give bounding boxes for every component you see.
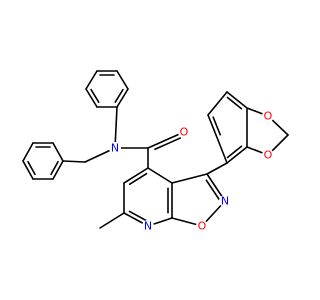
bond-line — [62, 160, 86, 163]
atom-label: N — [221, 195, 229, 208]
bond-line — [114, 88, 124, 104]
bond-line — [206, 162, 228, 175]
bond-line — [217, 139, 228, 164]
atom-label: O — [198, 220, 207, 233]
atom-oxygen-dioxole-bottom: O — [262, 149, 274, 162]
bond-line — [22, 160, 34, 180]
bond-line — [22, 142, 34, 162]
bond-line — [52, 142, 64, 162]
bond-line — [52, 160, 64, 180]
bond-line — [116, 88, 129, 108]
bond-line — [116, 70, 129, 90]
bond-line — [114, 106, 118, 149]
bond-line — [27, 160, 36, 176]
atom-nitrogen-isoxazole: N — [219, 195, 231, 208]
bond-line — [128, 210, 148, 222]
bond-line — [90, 88, 100, 104]
atom-nitrogen-amide: N — [109, 142, 121, 155]
bond-layer — [22, 70, 289, 229]
atom-oxygen-carbonyl: O — [178, 126, 190, 139]
bond-line — [212, 116, 222, 136]
bond-line — [207, 91, 228, 116]
bond-line — [50, 160, 59, 176]
bond-line — [99, 212, 125, 229]
bond-line — [154, 137, 182, 151]
bond-line — [207, 114, 219, 141]
bond-line — [85, 88, 98, 108]
bond-line — [123, 167, 149, 184]
bond-line — [205, 179, 220, 200]
atom-oxygen-isoxazole: O — [196, 220, 208, 233]
bond-line — [128, 172, 148, 185]
atom-label: O — [264, 110, 273, 123]
bond-line — [226, 96, 243, 110]
bond-line — [226, 146, 248, 164]
atom-label: O — [180, 126, 189, 139]
atom-label: O — [264, 149, 273, 162]
atom-label: N — [144, 220, 152, 233]
bond-line — [171, 173, 208, 184]
molecule-structure: O N N O N O O — [22, 70, 289, 233]
atom-oxygen-dioxole-top: O — [262, 110, 274, 123]
bond-line — [226, 91, 248, 109]
bond-line — [226, 145, 243, 159]
atom-nitrogen-pyridine: N — [142, 220, 154, 233]
bond-line — [85, 70, 98, 90]
atom-label: N — [111, 142, 119, 155]
bond-line — [147, 131, 185, 149]
bond-line — [147, 167, 173, 184]
